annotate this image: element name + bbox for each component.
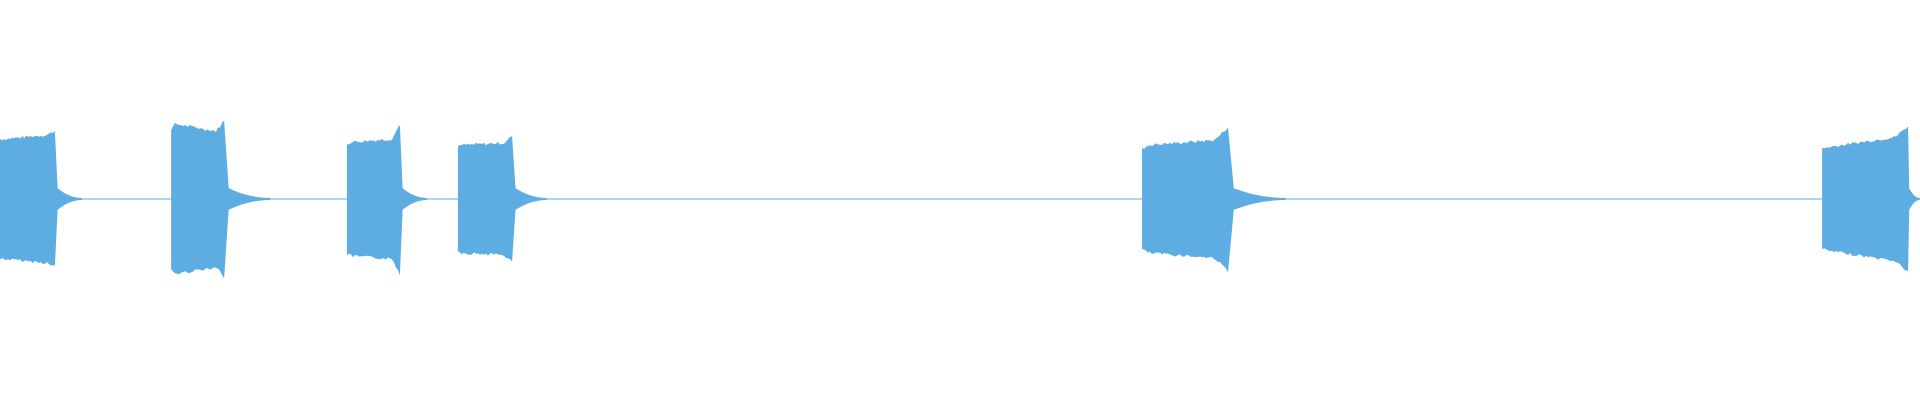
waveform-clips (0, 120, 1920, 279)
waveform-clip-3 (346, 125, 427, 276)
waveform-clip-4 (457, 136, 547, 262)
waveform-clip-5 (1142, 127, 1286, 273)
waveform-clip-6 (1822, 126, 1920, 272)
waveform-clip-1 (0, 131, 82, 266)
waveform-clip-2 (171, 120, 271, 279)
